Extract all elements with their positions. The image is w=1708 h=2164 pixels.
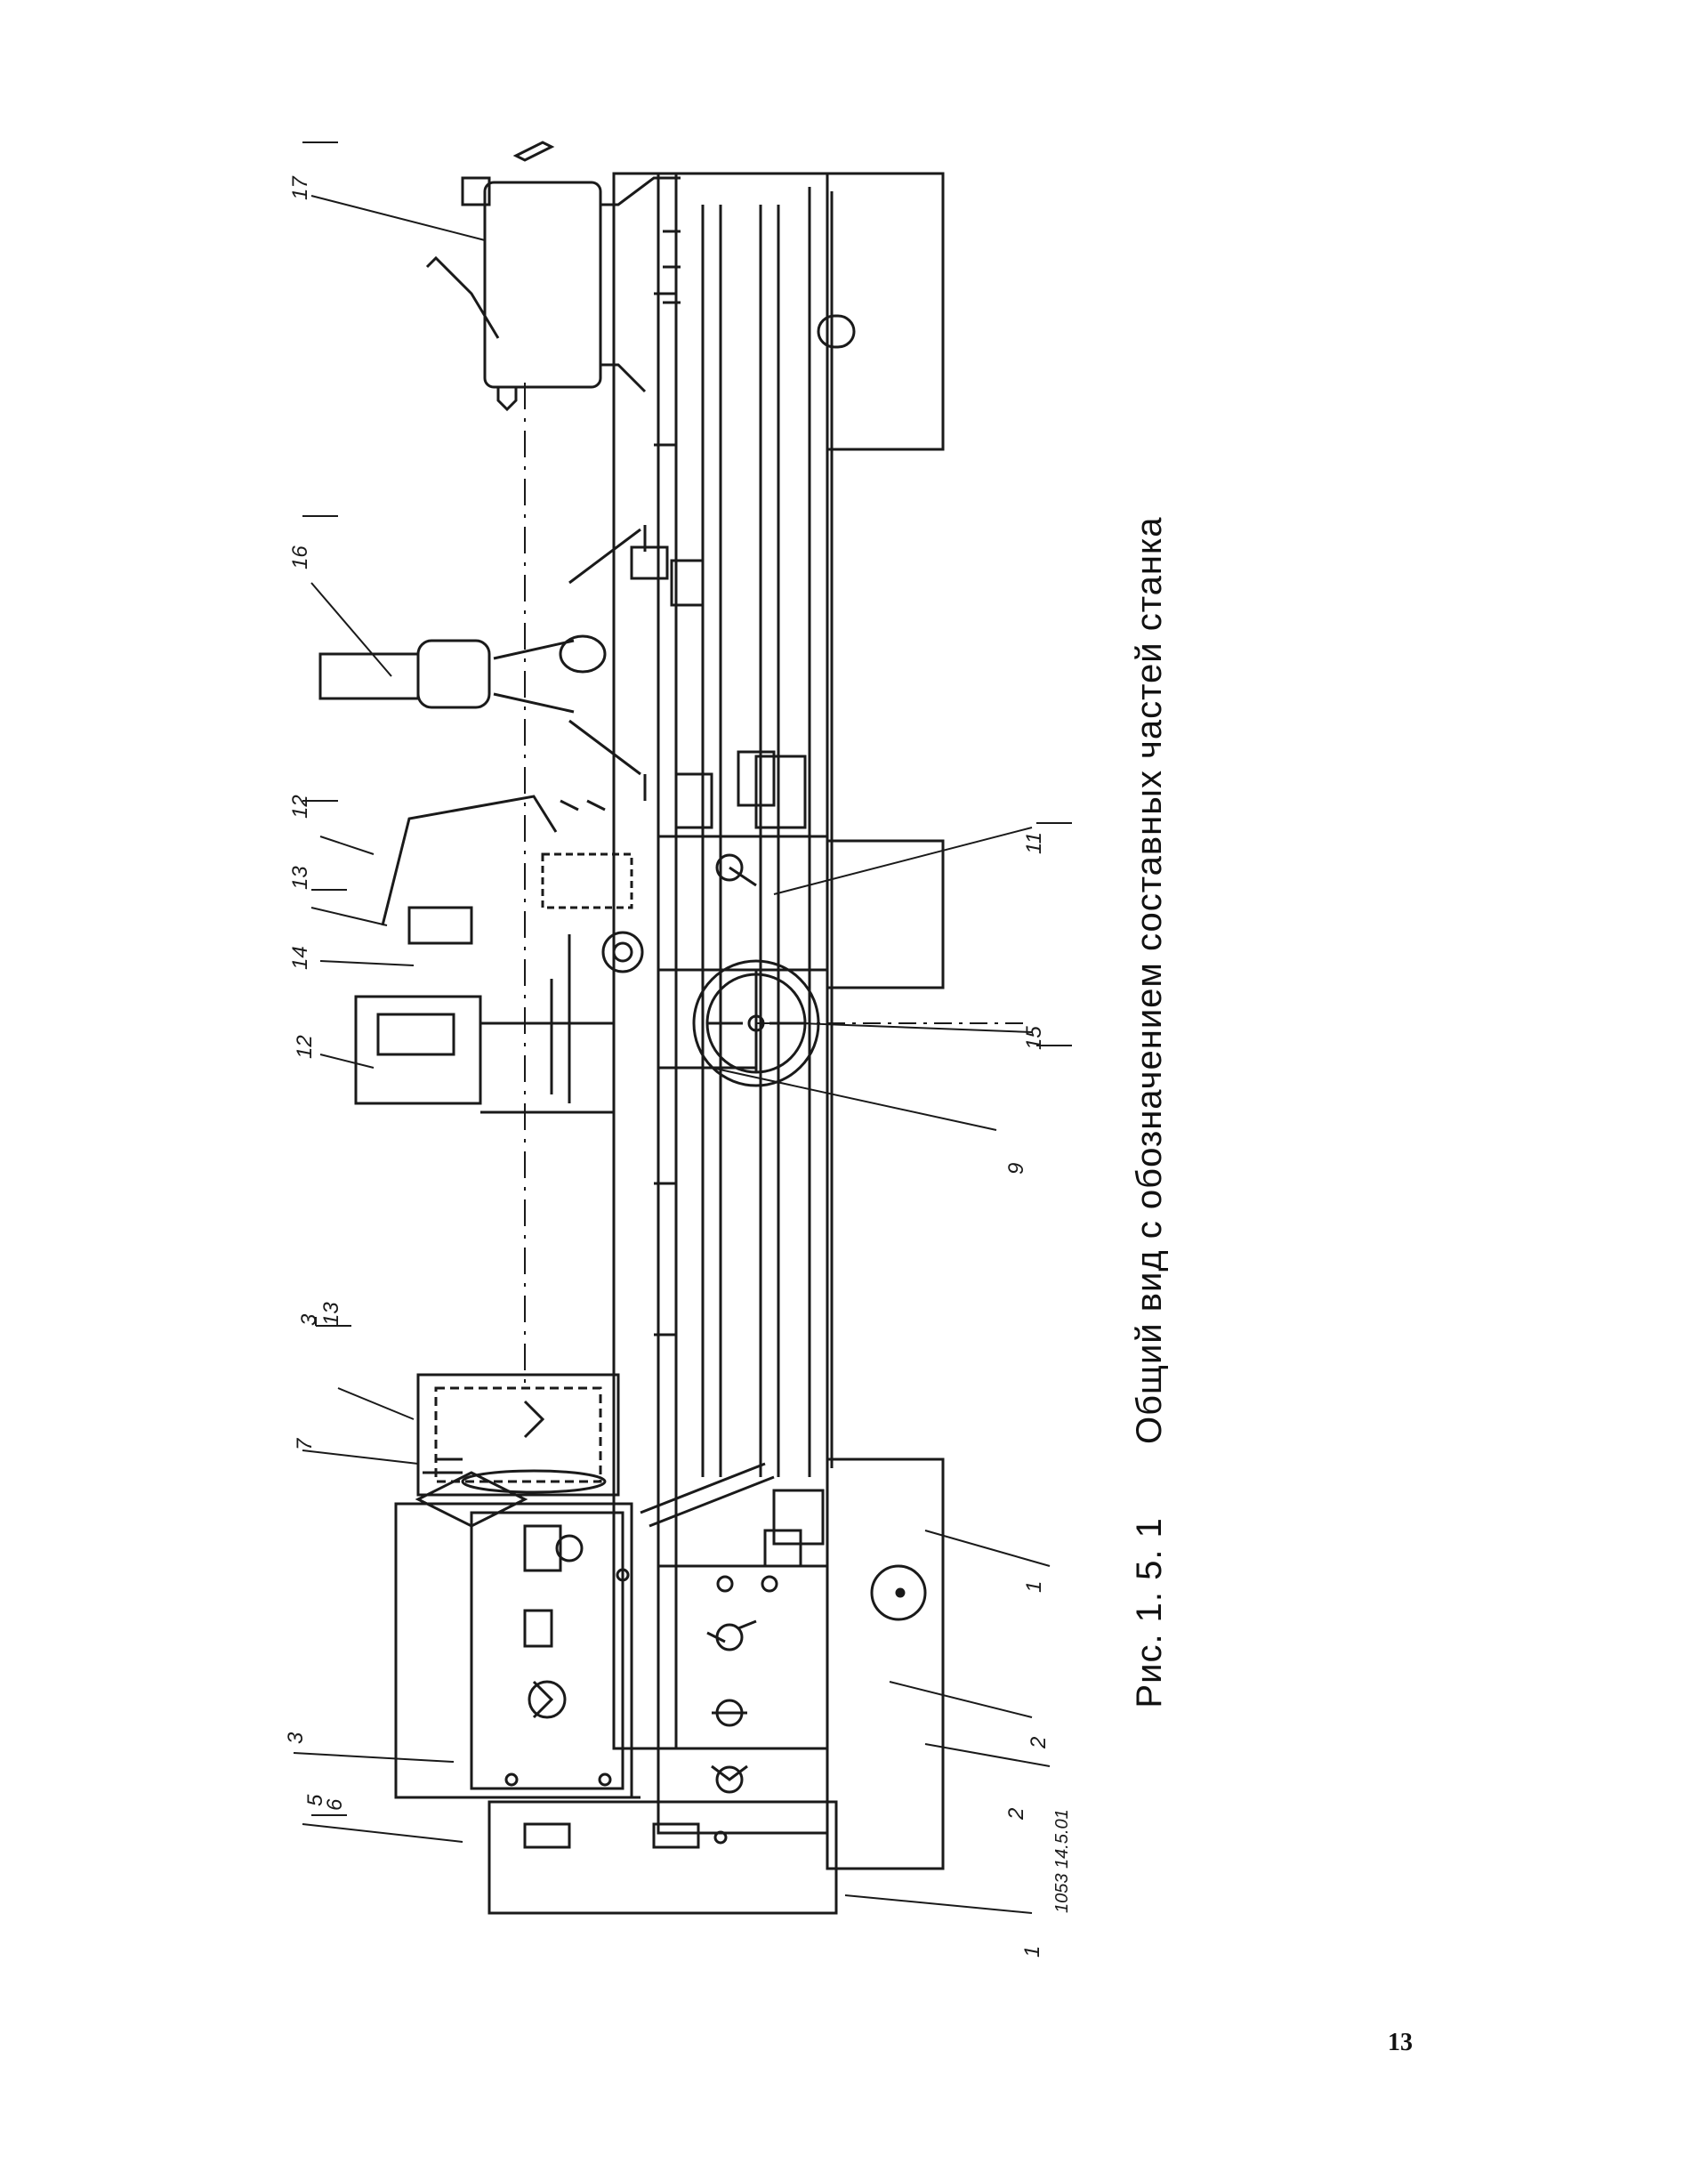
lathe-bed [612, 172, 834, 1750]
callout-labels: 5 6 3 3 13 7 12 14 13 12 16 17 11 15 9 1… [284, 175, 1072, 1958]
callout-label: 2 [1027, 1737, 1051, 1749]
headstock [394, 1502, 838, 1915]
callout-label: 17 [288, 175, 312, 200]
feed-gearbox [657, 1564, 829, 1845]
callout-label: 9 [1004, 1163, 1028, 1175]
figure-title: Общий вид с обозначением составных часте… [1130, 516, 1169, 1444]
steady-rest [318, 525, 669, 801]
right-pedestal [826, 172, 945, 451]
callout-label: 14 [288, 946, 312, 970]
callout-label: 3 [297, 1313, 321, 1326]
figure-number: Рис. 1. 5. 1 [1130, 1517, 1169, 1708]
cross-slide-toolpost [354, 795, 644, 1114]
callout-label: 13 [288, 866, 312, 890]
callout-label: 1 [1020, 1946, 1044, 1958]
middle-pedestal [826, 839, 945, 989]
callout-label: 16 [288, 545, 312, 569]
callout-label: 15 [1022, 1026, 1046, 1050]
callout-label: 12 [293, 1035, 317, 1059]
callout-label: 2 [1004, 1808, 1028, 1821]
margin-note: 1053 14.5.01 [1052, 1809, 1072, 1913]
leader-lines [293, 195, 1051, 1914]
page-number: 13 [1388, 2029, 1413, 2056]
callout-label: 11 [1022, 832, 1046, 854]
left-pedestal [826, 1457, 945, 1870]
callout-label: 1 [1022, 1581, 1046, 1593]
callout-bars [302, 141, 1072, 1816]
callout-label: 12 [288, 795, 312, 819]
callout-label: 7 [293, 1437, 317, 1450]
callout-label: 3 [284, 1732, 308, 1744]
figure-caption: Рис. 1. 5. 1 Общий вид с обозначением со… [1130, 311, 1183, 1913]
tailstock [425, 141, 681, 412]
callout-label: 13 [319, 1302, 343, 1326]
callout-label: 6 [323, 1798, 347, 1811]
drive-pulley-unit [415, 1373, 620, 1528]
callout-label: 5 [303, 1794, 327, 1806]
lead-screw [640, 314, 856, 1568]
